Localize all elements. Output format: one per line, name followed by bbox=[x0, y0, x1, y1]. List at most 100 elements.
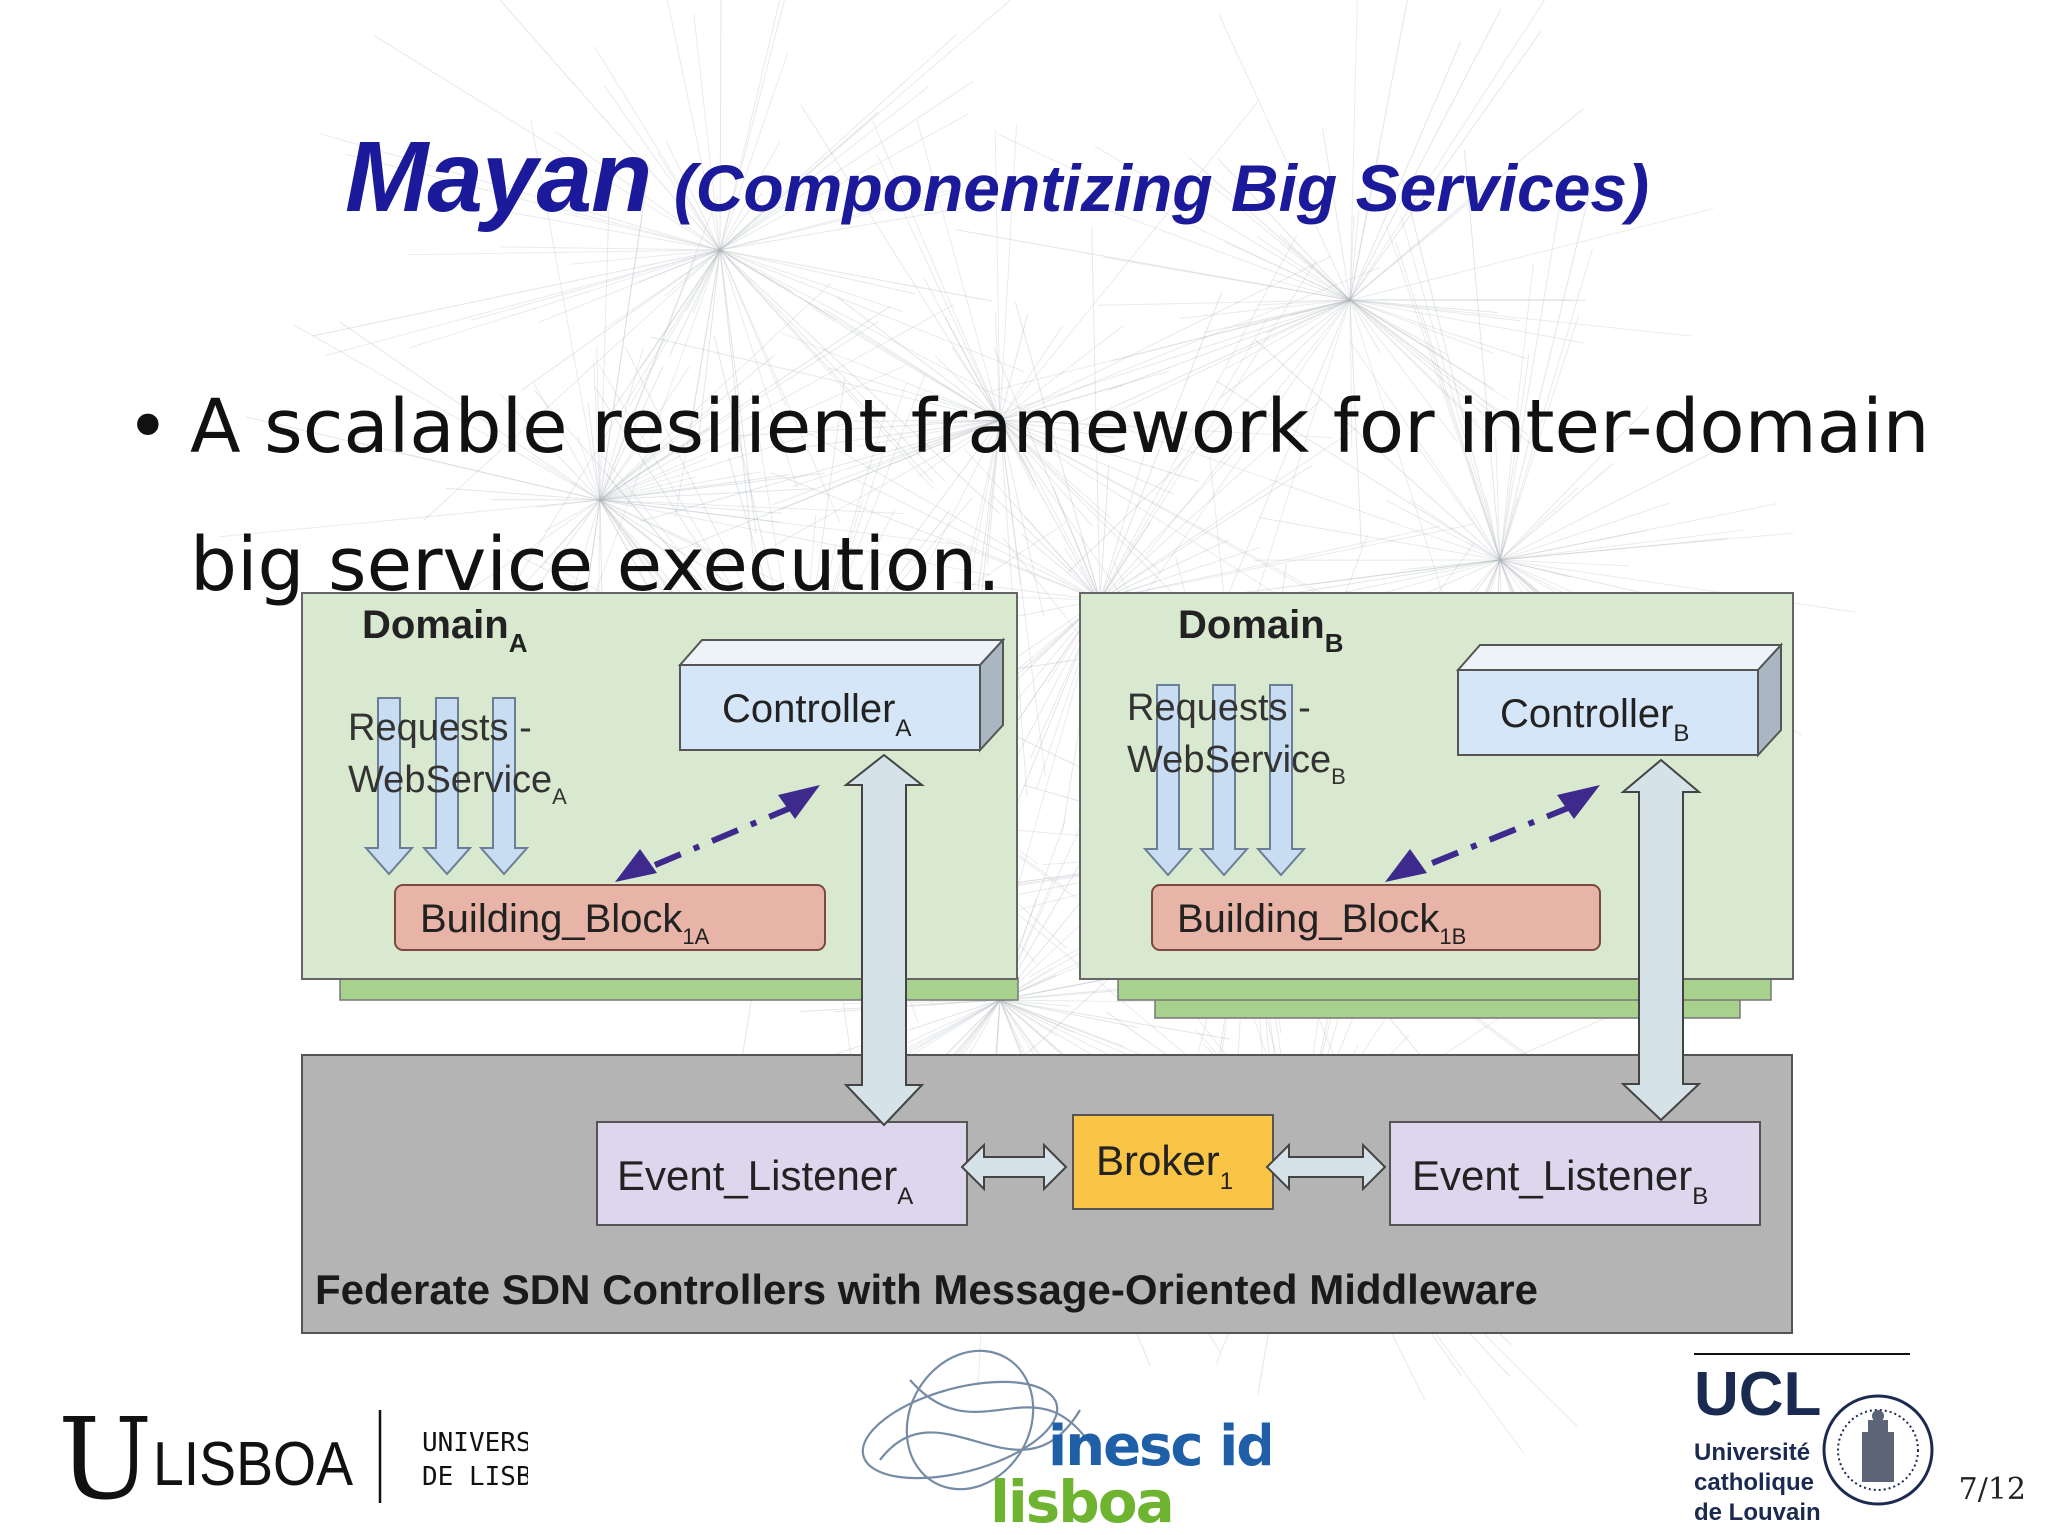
network-edge bbox=[599, 163, 651, 501]
ulisboa-full-2: DE LISBOA bbox=[422, 1462, 528, 1492]
network-edge bbox=[320, 133, 721, 251]
network-edge bbox=[1020, 533, 1101, 601]
network-edge bbox=[1145, 299, 1351, 556]
ucl-line-1: Université bbox=[1694, 1439, 1810, 1466]
network-edge bbox=[719, 193, 763, 251]
network-edge bbox=[770, 471, 1101, 601]
network-edge bbox=[1290, 299, 1351, 317]
network-edge bbox=[1349, 299, 1529, 436]
network-edge bbox=[599, 256, 697, 501]
ulisboa-mark: U bbox=[58, 1405, 152, 1515]
network-edge bbox=[999, 999, 1124, 1048]
network-edge bbox=[599, 499, 808, 596]
network-edge bbox=[935, 396, 1001, 421]
network-edge bbox=[599, 499, 653, 541]
network-edge bbox=[593, 361, 601, 501]
slide-title: Mayan (Componentizing Big Services) bbox=[345, 120, 1649, 235]
network-edge bbox=[1349, 299, 1458, 443]
network-edge bbox=[1499, 559, 1630, 567]
network-edge bbox=[1499, 496, 1519, 561]
network-edge bbox=[1349, 299, 1494, 442]
network-edge bbox=[719, 182, 992, 251]
requests-a-line2: WebServiceA bbox=[348, 759, 567, 809]
network-edge bbox=[1081, 537, 1101, 601]
requests-b-line1: Requests - bbox=[1127, 687, 1311, 729]
ucl-seal-icon bbox=[1822, 1394, 1934, 1506]
network-edge bbox=[999, 419, 1160, 572]
network-edge bbox=[1349, 8, 1502, 301]
inesc-orbit-icon bbox=[861, 1349, 1101, 1491]
network-edge bbox=[587, 401, 601, 501]
network-edge bbox=[999, 419, 1037, 485]
network-edge bbox=[781, 332, 1001, 421]
network-edge bbox=[1099, 546, 1261, 601]
network-edge bbox=[555, 131, 721, 251]
network-edge bbox=[599, 449, 659, 501]
network-edge bbox=[599, 306, 890, 501]
building-block-a-label: Building_Block1A bbox=[420, 897, 710, 949]
network-edge bbox=[1273, 279, 1351, 301]
network-edge bbox=[685, 249, 721, 312]
network-edge bbox=[1349, 299, 1498, 313]
network-edge bbox=[999, 125, 1017, 421]
network-edge bbox=[934, 355, 1001, 421]
network-edge bbox=[999, 419, 1022, 586]
network-edge bbox=[599, 471, 761, 501]
network-edge bbox=[599, 474, 791, 501]
network-edge bbox=[1214, 299, 1351, 628]
network-edge bbox=[1349, 299, 1448, 608]
network-edge bbox=[774, 419, 1001, 546]
network-edge bbox=[1402, 559, 1501, 571]
network-edge bbox=[563, 212, 721, 251]
network-edge bbox=[1236, 299, 1351, 328]
ulisboa-full-1: UNIVERSIDADE bbox=[422, 1428, 528, 1458]
network-edge bbox=[999, 419, 1174, 495]
network-edge bbox=[997, 133, 1351, 301]
network-edge bbox=[876, 154, 1001, 421]
network-edge bbox=[536, 499, 601, 508]
network-edge bbox=[1099, 259, 1318, 601]
network-edge bbox=[792, 419, 1001, 450]
network-edge bbox=[1108, 299, 1351, 391]
network-edge bbox=[964, 448, 1101, 601]
inesc-bottom: lisboa bbox=[990, 1468, 1173, 1530]
network-edge bbox=[698, 249, 721, 439]
network-edge bbox=[692, 249, 721, 313]
network-edge bbox=[1322, 126, 1351, 301]
network-edge bbox=[918, 419, 1001, 478]
network-edge bbox=[1499, 174, 1566, 561]
ucl-line-2: catholique bbox=[1694, 1469, 1814, 1496]
network-edge bbox=[499, 0, 721, 251]
network-edge bbox=[406, 249, 721, 256]
network-edge bbox=[528, 454, 601, 501]
network-edge bbox=[1499, 559, 1856, 613]
network-edge bbox=[719, 52, 789, 251]
network-edge bbox=[855, 419, 1001, 422]
network-edge bbox=[872, 120, 1001, 421]
network-edge bbox=[599, 427, 710, 501]
network-edge bbox=[999, 384, 1124, 421]
network-edge bbox=[1499, 462, 1614, 561]
controller-b: ControllerB bbox=[1455, 642, 1784, 758]
controller-a: ControllerA bbox=[677, 637, 1006, 753]
controller-b-label: ControllerB bbox=[1500, 692, 1689, 747]
network-edge bbox=[540, 499, 601, 569]
network-edge bbox=[1103, 256, 1351, 301]
network-edge bbox=[999, 419, 1045, 618]
network-edge bbox=[530, 119, 601, 501]
network-edge bbox=[719, 249, 837, 321]
network-edge bbox=[1219, 299, 1351, 398]
network-edge bbox=[955, 581, 1101, 601]
network-edge bbox=[1179, 299, 1351, 319]
network-edge bbox=[664, 419, 1001, 557]
request-arrow-a2 bbox=[421, 697, 473, 876]
network-edge bbox=[993, 347, 1101, 601]
network-edge bbox=[599, 499, 666, 552]
network-edge bbox=[1349, 150, 1381, 301]
network-edge bbox=[719, 205, 977, 251]
network-edge bbox=[999, 419, 1190, 429]
network-edge bbox=[1349, 0, 1358, 301]
network-edge bbox=[916, 119, 1001, 421]
event-listener-a-label: Event_ListenerA bbox=[617, 1152, 913, 1210]
arrow-broker-listener-b bbox=[1265, 1142, 1387, 1192]
